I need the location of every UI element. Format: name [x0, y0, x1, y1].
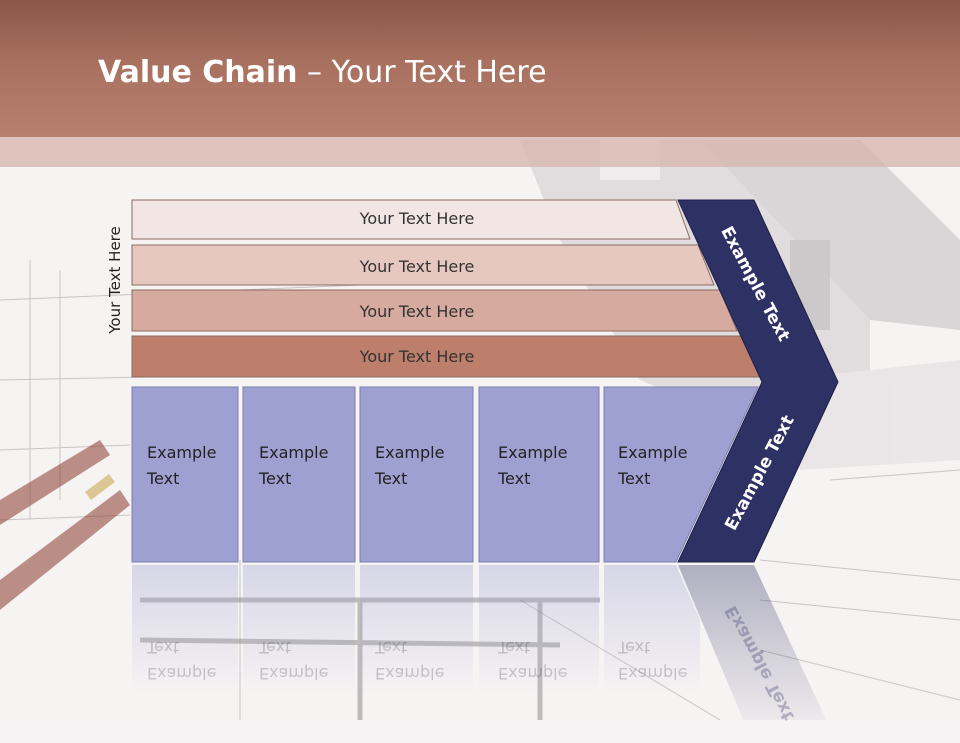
- column-reflection-2: [243, 565, 355, 695]
- column-reflection-1: [132, 565, 238, 695]
- row-bar-3: [131, 289, 738, 332]
- column-reflection-label-1-line2: Text: [147, 638, 180, 657]
- row-label-3: Your Text Here: [359, 302, 475, 321]
- column-label-1-line1: Example: [147, 443, 217, 462]
- column-reflection-label-2-line2: Text: [259, 638, 292, 657]
- column-box-3: [359, 386, 474, 563]
- column-label-2-line2: Text: [259, 469, 292, 488]
- column-label-3-line1: Example: [375, 443, 445, 462]
- column-reflection-5: [604, 565, 700, 695]
- slide-title: Value Chain – Your Text Here: [98, 55, 547, 90]
- column-label-5-line1: Example: [618, 443, 688, 462]
- column-reflection-label-1: Example Text: [147, 634, 216, 686]
- chevron-arrow: [677, 199, 839, 563]
- column-reflection-label-5-line2: Text: [618, 638, 651, 657]
- column-label-2-line1: Example: [259, 443, 329, 462]
- column-reflection-3: [360, 565, 473, 695]
- column-reflection-label-4-line1: Example: [498, 664, 568, 683]
- row-bar-2: [131, 244, 715, 286]
- row-label-2: Your Text Here: [359, 257, 475, 276]
- title-band-lower: [0, 137, 960, 167]
- column-box-5: [603, 386, 759, 563]
- column-reflection-4: [479, 565, 599, 695]
- column-label-3-line2: Text: [375, 469, 408, 488]
- column-reflection-label-4: Example Text: [498, 634, 567, 686]
- row-label-1: Your Text Here: [359, 209, 475, 228]
- column-reflection-label-1-line1: Example: [147, 664, 217, 683]
- column-box-1: [131, 386, 239, 563]
- title-rest: – Your Text Here: [297, 55, 547, 90]
- column-reflection-label-3-line2: Text: [375, 638, 408, 657]
- column-box-2: [242, 386, 356, 563]
- column-label-1-line2: Text: [147, 469, 180, 488]
- column-reflection-label-2-line1: Example: [259, 664, 329, 683]
- chevron-reflection: [678, 565, 827, 720]
- row-bar-1: [131, 199, 691, 240]
- column-label-4-line1: Example: [498, 443, 568, 462]
- column-reflection-label-3: Example Text: [375, 634, 444, 686]
- column-reflection-label-3-line1: Example: [375, 664, 445, 683]
- title-bold: Value Chain: [98, 55, 298, 90]
- row-label-4: Your Text Here: [359, 347, 475, 366]
- title-band: [0, 0, 960, 137]
- column-label-4-line2: Text: [498, 469, 531, 488]
- column-reflection-label-5-line1: Example: [618, 664, 688, 683]
- column-box-4: [478, 386, 600, 563]
- column-label-5-line2: Text: [618, 469, 651, 488]
- value-chain-diagram: [131, 199, 839, 720]
- column-reflection-label-4-line2: Text: [498, 638, 531, 657]
- column-reflection-label-5: Example Text: [618, 634, 687, 686]
- column-reflection-label-2: Example Text: [259, 634, 328, 686]
